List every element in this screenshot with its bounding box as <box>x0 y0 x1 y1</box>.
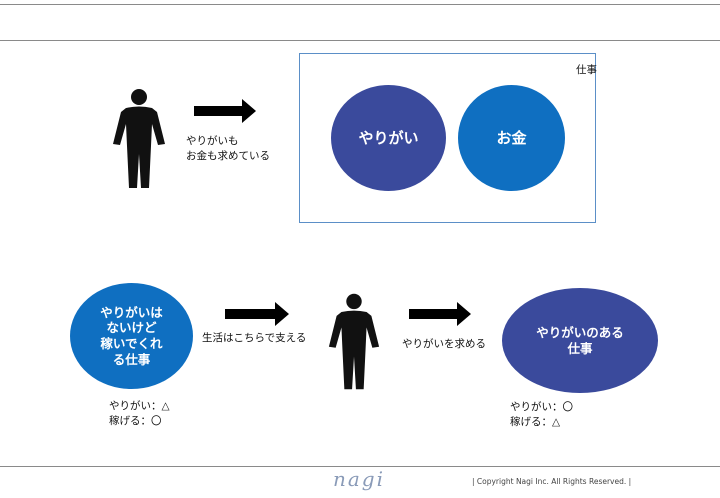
circle-earning-job: やりがいは ないけど 稼いでくれ る仕事 <box>70 283 193 389</box>
seek-label: やりがいを求める <box>402 338 486 350</box>
right-note-kasegeru: 稼げる：△ <box>510 416 561 429</box>
earning-job-line-1: やりがいは <box>100 304 163 320</box>
circle-okane: お金 <box>458 85 565 191</box>
arrow-right-icon-seek <box>409 302 471 326</box>
circle-yarigai-label: やりがい <box>358 128 419 147</box>
person-icon-bottom <box>328 293 380 390</box>
arrow-right-icon-top <box>194 99 256 123</box>
right-note-yarigai: やりがい：〇 <box>510 401 573 413</box>
copyright-text: | Copyright Nagi Inc. All Rights Reserve… <box>472 477 632 486</box>
circle-okane-label: お金 <box>496 128 527 147</box>
top-caption-line-2: お金も求めている <box>186 150 270 163</box>
left-note-yarigai: やりがい：△ <box>109 400 170 412</box>
rewarding-job-line-2: 仕事 <box>567 340 593 356</box>
earning-job-line-2: ないけど <box>106 320 157 336</box>
support-label: 生活はこちらで支える <box>202 332 307 344</box>
earning-job-line-3: 稼いでくれ <box>100 336 163 351</box>
left-note-kasegeru: 稼げる：〇 <box>109 415 162 428</box>
top-caption-line-1: やりがいも <box>186 135 239 147</box>
left-rating-note: やりがい：△ 稼げる：〇 <box>109 399 170 429</box>
top-caption: やりがいも お金も求めている <box>186 134 270 164</box>
earning-job-line-4: る仕事 <box>112 351 151 367</box>
header-divider <box>0 40 720 41</box>
job-frame <box>299 53 596 223</box>
job-frame-label: 仕事 <box>576 64 597 76</box>
company-logo: nagi <box>333 467 386 491</box>
rewarding-job-line-1: やりがいのある <box>536 324 624 340</box>
top-border-line <box>0 4 720 5</box>
footer-divider <box>0 466 720 467</box>
ellipse-rewarding-job: やりがいのある 仕事 <box>502 288 658 393</box>
circle-yarigai: やりがい <box>331 85 446 191</box>
right-rating-note: やりがい：〇 稼げる：△ <box>510 400 573 430</box>
person-icon-top <box>113 89 165 188</box>
arrow-right-icon-support <box>225 302 289 326</box>
